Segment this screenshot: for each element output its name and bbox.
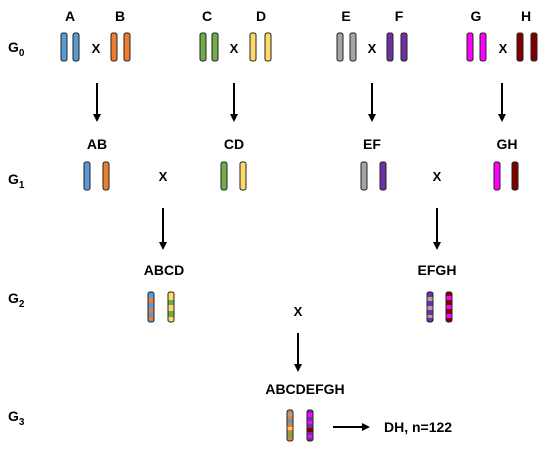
cross-symbol-abcd-efgh: X xyxy=(294,304,303,319)
chromosome-pair-a xyxy=(60,32,80,62)
cross-symbol-cd: X xyxy=(230,41,239,56)
hybrid-label-efgh: EFGH xyxy=(418,262,457,278)
chromosome-pair-gh xyxy=(493,161,519,191)
chromosome-pair-g xyxy=(466,32,487,62)
generation-label-g1: G1 xyxy=(8,171,25,191)
cross-symbol-ab-cd: X xyxy=(159,169,168,184)
chromosome-pair-d xyxy=(249,32,272,62)
chromosome-pair-c xyxy=(199,32,219,62)
hybrid-label-abcd: ABCD xyxy=(144,262,184,278)
chromosome-pair-ab xyxy=(83,161,110,191)
generation-label-g0: G0 xyxy=(8,39,25,59)
chromosome-pair-h xyxy=(516,32,538,62)
cross-symbol-gh: X xyxy=(499,41,508,56)
chromosome-pair-b xyxy=(110,32,131,62)
parent-label-e: E xyxy=(341,8,350,24)
cross-symbol-ab: X xyxy=(92,41,101,56)
hybrid-label-abcdefgh: ABCDEFGH xyxy=(265,381,344,397)
cross-symbol-ef: X xyxy=(368,41,377,56)
parent-label-b: B xyxy=(115,8,125,24)
hybrid-label-cd: CD xyxy=(224,136,244,152)
parent-label-a: A xyxy=(65,8,75,24)
chromosome-pair-cd xyxy=(220,161,247,191)
generation-label-g3: G3 xyxy=(8,408,25,428)
chromosome-pair-abcd xyxy=(147,291,175,323)
hybrid-label-gh: GH xyxy=(497,136,518,152)
chromosome-pair-ef xyxy=(360,161,387,191)
chromosome-pair-efgh xyxy=(426,291,453,323)
cross-symbol-ef-gh: X xyxy=(433,169,442,184)
hybrid-label-ef: EF xyxy=(363,136,381,152)
hybrid-label-ab: AB xyxy=(87,136,107,152)
chromosome-pair-f xyxy=(386,32,408,62)
parent-label-h: H xyxy=(521,8,531,24)
parent-label-c: C xyxy=(202,8,212,24)
generation-label-g2: G2 xyxy=(8,290,25,310)
parent-label-d: D xyxy=(256,8,266,24)
chromosome-pair-e xyxy=(336,32,357,62)
parent-label-f: F xyxy=(395,8,404,24)
chromosome-pair-abcdefgh xyxy=(286,409,314,442)
result-label: DH, n=122 xyxy=(384,419,452,435)
parent-label-g: G xyxy=(471,8,482,24)
